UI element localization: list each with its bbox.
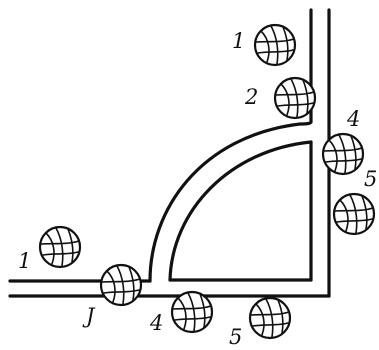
label-left-1: 1	[18, 249, 31, 273]
volleyball-icon	[38, 225, 82, 269]
volleyball-icon	[253, 23, 297, 67]
volleyball-icon	[332, 192, 376, 236]
court-lines	[8, 8, 331, 298]
volleyball-icon	[321, 132, 365, 176]
volleyball-icon	[248, 296, 292, 340]
label-top-1: 1	[232, 29, 245, 53]
inner-arc	[168, 140, 313, 282]
label-right-4: 4	[346, 107, 360, 131]
label-bottom-4: 4	[149, 311, 163, 335]
label-top-2: 2	[244, 85, 258, 109]
volleyball-icon	[99, 263, 143, 307]
label-right-5: 5	[364, 167, 377, 191]
label-bottom-5: 5	[229, 325, 242, 349]
label-bottom-3: J	[82, 304, 96, 328]
outer-arc	[148, 120, 313, 283]
volleyball-icon	[170, 290, 214, 334]
volleyball-icon	[273, 76, 317, 120]
